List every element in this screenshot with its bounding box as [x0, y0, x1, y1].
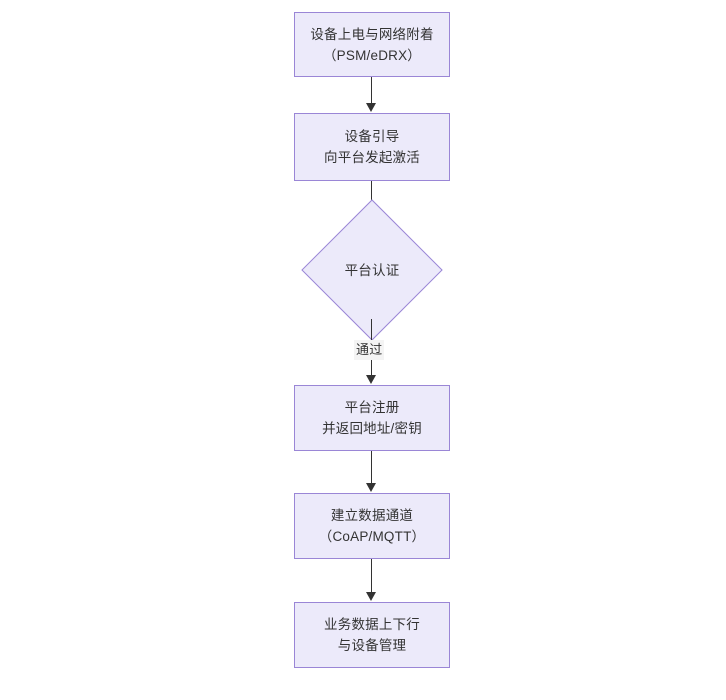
- flow-edge-n1-n2: [371, 77, 373, 104]
- flow-node-platform-register[interactable]: 平台注册 并返回地址/密钥: [294, 385, 450, 451]
- node-label-line1: 设备上电与网络附着: [310, 26, 434, 42]
- node-label-line2: 向平台发起激活: [324, 150, 420, 165]
- arrow-head-icon-n4-n5: [366, 483, 376, 492]
- node-label-line1: 业务数据上下行: [324, 617, 420, 632]
- node-label-line2: （CoAP/MQTT）: [318, 529, 426, 544]
- node-label-line2: （PSM/eDRX）: [322, 47, 422, 63]
- flow-edge-n2-n3: [371, 181, 373, 213]
- node-label-line2: 并返回地址/密钥: [322, 421, 422, 436]
- arrow-head-icon-n1-n2: [366, 103, 376, 112]
- flow-node-data-channel[interactable]: 建立数据通道 （CoAP/MQTT）: [294, 493, 450, 559]
- flow-node-business-data[interactable]: 业务数据上下行 与设备管理: [294, 602, 450, 668]
- flow-edge-n5-n6: [371, 559, 373, 593]
- flow-node-device-bootstrap[interactable]: 设备引导 向平台发起激活: [294, 113, 450, 181]
- flow-edge-label-pass: 通过: [354, 340, 385, 360]
- flow-node-device-power-on[interactable]: 设备上电与网络附着 （PSM/eDRX）: [294, 12, 450, 77]
- arrow-head-icon-n3-n4: [366, 375, 376, 384]
- flow-node-platform-auth-decision[interactable]: 平台认证: [301, 199, 443, 341]
- arrow-head-icon-n5-n6: [366, 592, 376, 601]
- node-label-line2: 与设备管理: [337, 638, 407, 653]
- node-label-line1: 平台注册: [344, 400, 400, 415]
- node-label-line1: 设备引导: [344, 129, 400, 144]
- node-label-line1: 平台认证: [344, 262, 400, 278]
- flow-edge-n4-n5: [371, 451, 373, 484]
- node-label-line1: 建立数据通道: [330, 508, 414, 523]
